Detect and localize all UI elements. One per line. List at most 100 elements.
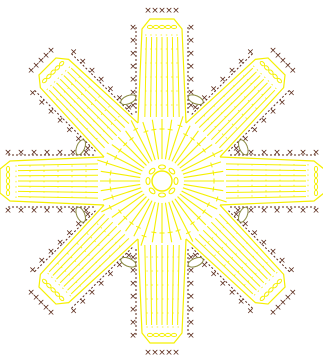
spoke-line — [112, 194, 144, 218]
edge-stitch: × — [165, 348, 173, 356]
edge-stitch: × — [269, 247, 277, 257]
chain-oval — [314, 166, 317, 171]
chain-oval — [174, 178, 178, 185]
edge-stitch: × — [144, 348, 152, 356]
chain-oval — [314, 190, 317, 195]
tall-stitch — [178, 37, 180, 117]
chain-oval — [314, 178, 317, 183]
chain-oval — [153, 333, 158, 336]
edge-stitch: × — [4, 148, 12, 158]
chain-oval — [6, 178, 9, 183]
edge-stitch: × — [247, 48, 255, 58]
edge-stitch: × — [43, 148, 51, 158]
chain-oval — [6, 172, 9, 177]
chain-oval — [159, 333, 164, 336]
edge-stitch: × — [66, 125, 74, 135]
flower-arm: ××××××××××××××××××× — [129, 239, 195, 356]
tall-stitch — [18, 164, 98, 166]
edge-stitch: × — [47, 247, 55, 257]
edge-stitch: × — [88, 288, 96, 298]
chain-oval — [259, 295, 265, 301]
edge-stitch: × — [70, 48, 78, 58]
edge-stitch: × — [172, 6, 180, 16]
edge-stitch: × — [237, 297, 245, 307]
chain-oval — [165, 333, 170, 336]
edge-stitch: × — [17, 148, 25, 158]
edge-stitch: × — [286, 148, 294, 158]
edge-stitch: × — [288, 89, 296, 99]
edge-stitch: × — [228, 288, 236, 298]
tall-stitch — [172, 37, 173, 117]
edge-stitch: × — [219, 279, 227, 289]
chain-oval — [171, 333, 176, 336]
tall-stitch — [226, 197, 306, 199]
chain-oval — [159, 25, 164, 28]
stitch-cross — [151, 232, 156, 233]
center-ring-circle — [152, 171, 172, 191]
tall-stitch — [145, 245, 147, 325]
edge-stitch: × — [47, 46, 55, 56]
chain-oval — [165, 25, 170, 28]
edge-stitch: × — [151, 348, 159, 356]
stitch-cross — [213, 187, 214, 192]
edge-stitch: × — [210, 84, 218, 94]
tall-stitch — [226, 191, 306, 192]
tall-stitch — [18, 170, 98, 171]
edge-stitch: × — [29, 89, 37, 99]
edge-stitch: × — [289, 66, 297, 76]
chain-oval — [6, 166, 9, 171]
flower-arm: ××××××××××××××××××× — [129, 6, 195, 123]
edge-stitch: × — [27, 288, 35, 298]
chain-oval — [159, 193, 166, 197]
edge-stitch: × — [187, 331, 195, 341]
edge-stitch: × — [30, 148, 38, 158]
chain-oval — [6, 190, 9, 195]
chain-oval — [314, 184, 317, 189]
edge-stitch: × — [107, 84, 115, 94]
edge-stitch: × — [70, 306, 78, 316]
edge-stitch: × — [129, 331, 137, 341]
stitch-cross — [151, 129, 156, 130]
flower-arm: ××××××××××××××××××× — [0, 148, 104, 216]
edge-stitch: × — [79, 297, 87, 307]
chain-oval — [153, 25, 158, 28]
chain-oval — [42, 278, 48, 284]
center-ring — [146, 165, 178, 197]
stitch-cross — [213, 170, 214, 175]
edge-stitch: × — [187, 49, 195, 59]
edge-stitch: × — [97, 279, 105, 289]
chain-oval — [59, 61, 65, 67]
spoke-line — [175, 199, 199, 231]
tall-stitch — [151, 245, 152, 325]
chain-oval — [171, 25, 176, 28]
edge-stitch: × — [56, 116, 64, 126]
edge-stitch: × — [260, 148, 268, 158]
flower-arms: ××××××××××××××××××××××××××××××××××××××××… — [0, 6, 323, 356]
edge-stitch: × — [260, 116, 268, 126]
edge-stitch: × — [56, 148, 64, 158]
edge-stitch: × — [269, 107, 277, 117]
chain-oval — [146, 178, 150, 185]
chain-oval — [147, 333, 152, 336]
chain-oval — [159, 165, 166, 169]
edge-stitch: × — [251, 125, 259, 135]
edge-stitch: × — [247, 306, 255, 316]
chain-oval — [6, 184, 9, 189]
edge-stitch: × — [273, 148, 281, 158]
spoke-line — [180, 145, 212, 169]
stitch-cross — [168, 129, 173, 130]
stitch-cross — [168, 232, 173, 233]
stitch-cross — [110, 187, 111, 192]
flower-arm: ××××××××××××××××××× — [220, 148, 323, 216]
edge-stitch: × — [47, 107, 55, 117]
edge-stitch: × — [269, 308, 277, 318]
edge-stitch: × — [312, 148, 320, 158]
chain-oval — [314, 172, 317, 177]
edge-stitch: × — [278, 98, 286, 108]
chain-oval — [276, 78, 282, 84]
chain-oval — [147, 25, 152, 28]
spoke-line — [126, 131, 150, 163]
edge-stitch: × — [38, 98, 46, 108]
edge-stitch: × — [129, 49, 137, 59]
